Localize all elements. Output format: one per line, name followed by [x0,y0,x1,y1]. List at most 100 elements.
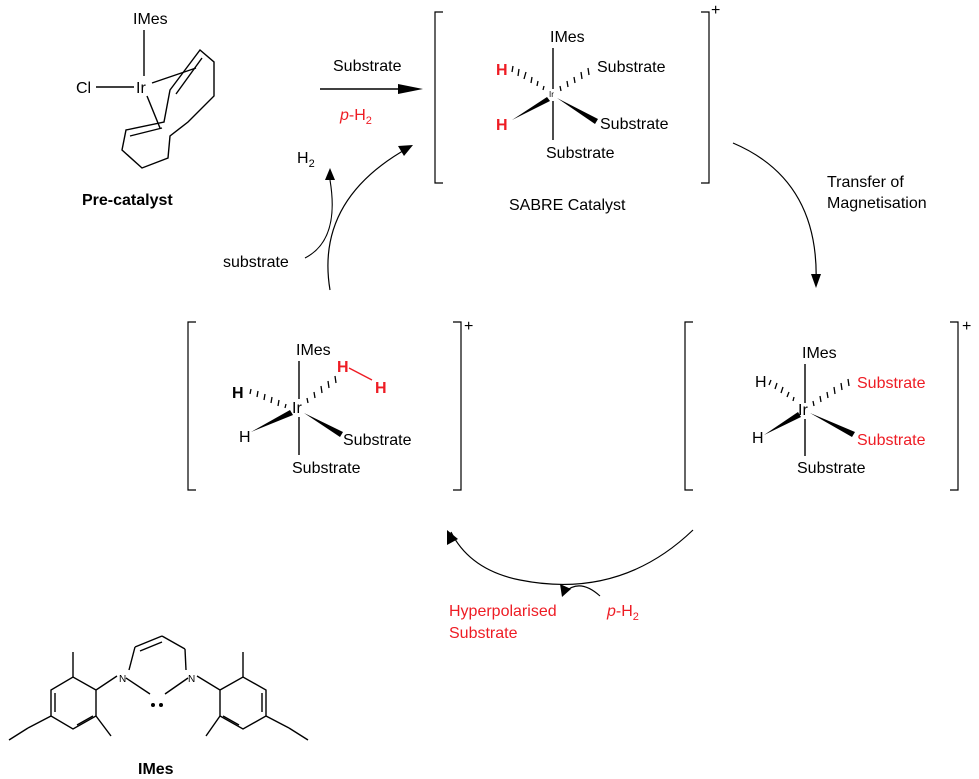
imes-left-aromatic [76,715,94,726]
right-wedge-bond-substrate [810,413,855,437]
left-arrowhead [398,145,413,156]
left-right-bracket [453,321,462,491]
imes-right-mesityl [196,675,267,730]
step1-ph2-label: p-H2 [339,107,372,127]
left-dihydrogen-h2: H [375,380,387,397]
imes-right-aromatic [222,715,240,726]
cod-double-bond-2 [129,127,163,137]
cod-ring [121,48,215,169]
sabre-substrate-axial: Substrate [546,145,615,162]
imes-structure: N N IMes [8,635,309,778]
left-dihydrogen-bond [348,367,373,381]
imes-left-mesityl [50,675,118,730]
imes-left-methyl-para [27,715,52,729]
right-imes-label: IMes [802,345,837,362]
carbene-lone-pair [151,703,155,707]
imes-ring-bond [128,646,136,671]
right-hashed-bond-h [768,379,795,402]
left-substrate-label: substrate [223,254,289,271]
imes-nitrogen-right: N [188,674,195,685]
left-complex-structure: + IMes Ir H H H H Substrate Substrate [187,318,473,491]
right-complex-structure: + IMes Ir H H Substrate Substrate Substr… [684,318,971,491]
right-hashed-bond-substrate [812,378,850,407]
imes-left-methyl-para-end [8,727,29,741]
imes-ring-bond [184,648,187,671]
transfer-curved-arrow [732,142,817,285]
cod-double-bond-1 [175,57,203,95]
sabre-hashed-bond-h [511,65,545,91]
imes-left-methyl-bottom [95,715,112,737]
step1-substrate-label: Substrate [333,58,402,75]
right-wedge-bond-h [764,412,801,435]
left-wedge-bond-substrate [304,413,343,437]
imes-right-methyl-bottom [205,715,221,737]
right-ir-label: Ir [798,402,808,419]
right-hydride-top: H [755,374,767,391]
sabre-substrate-lower: Substrate [600,116,669,133]
bottom-side-arrowhead [560,584,571,597]
sabre-wedge-bond-h [512,97,550,120]
imes-nitrogen-left: N [119,674,126,685]
imes-ring-bond [134,635,163,648]
left-hashed-bond-h [249,388,287,409]
left-hydride-top: H [232,385,244,402]
left-imes-label: IMes [296,342,331,359]
transfer-label-line1: Transfer of [827,174,904,191]
imes-caption: IMes [138,761,174,778]
ir-cod-bond-1 [151,67,197,84]
right-left-bracket [684,321,693,491]
right-charge: + [962,318,971,335]
left-substrate-axial: Substrate [292,460,361,477]
imes-ring-double-bond [139,641,163,652]
right-right-bracket [950,321,959,491]
bottom-arrowhead [447,530,458,545]
sabre-catalyst-structure: + IMes Ir H H Substrate Substrate Substr… [434,2,720,214]
left-ir-label: Ir [292,400,302,417]
sabre-hydride-bottom: H [496,117,508,134]
left-charge: + [464,318,473,335]
precatalyst-ir-label: Ir [136,80,146,97]
hyperpolarised-label-line1: Hyperpolarised [449,603,557,620]
sabre-imes-label: IMes [550,29,585,46]
right-substrate-upper: Substrate [857,375,926,392]
step1-arrow-group: Substrate p-H2 [320,58,423,127]
sabre-right-bracket [701,11,710,184]
left-hashed-bond-h2 [306,375,337,404]
bottom-curved-arrow [450,529,694,586]
left-h2-label: H2 [297,150,315,170]
precatalyst-imes-label: IMes [133,11,168,28]
imes-right-methyl-para [265,715,290,729]
sabre-charge: + [711,2,720,19]
sabre-wedge-bond-substrate [557,98,598,124]
bottom-ph2-label: p-H2 [606,603,639,623]
left-substrate-lower: Substrate [343,432,412,449]
right-hydride-bottom: H [752,430,764,447]
sabre-left-bracket [434,11,443,184]
imes-ring-bond [125,677,151,695]
sabre-hydride-top: H [496,62,508,79]
bottom-arrow-group: Hyperpolarised Substrate p-H2 [447,529,694,642]
left-wedge-bond-h [251,410,293,432]
transfer-arrowhead [811,274,821,288]
left-curved-arrow [327,147,409,291]
left-side-arrowhead [325,168,335,180]
precatalyst-cl-label: Cl [76,80,91,97]
sabre-ir-label: Ir [549,90,554,99]
left-dihydrogen-h1: H [337,359,349,376]
sabre-caption: SABRE Catalyst [509,197,626,214]
left-arrow-group: substrate H2 [223,145,413,291]
transfer-label-line2: Magnetisation [827,195,927,212]
right-substrate-axial: Substrate [797,460,866,477]
imes-ring-bond [161,635,186,650]
sabre-substrate-upper: Substrate [597,59,666,76]
imes-right-methyl-para-end [288,727,309,741]
carbene-lone-pair [159,703,163,707]
left-side-arrow [304,179,333,259]
step1-arrowhead [398,84,423,94]
bottom-side-arrow [564,585,601,597]
hyperpolarised-label-line2: Substrate [449,625,518,642]
left-hydride-bottom: H [239,429,251,446]
right-substrate-lower: Substrate [857,432,926,449]
sabre-hashed-bond-substrate [559,67,590,92]
